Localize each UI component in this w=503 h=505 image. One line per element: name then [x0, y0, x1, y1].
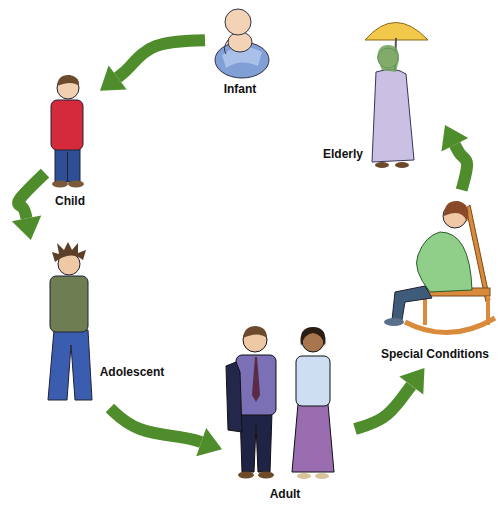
- arrow-head: [399, 368, 424, 395]
- life-stage: Infant: [205, 5, 285, 100]
- child-figure: [51, 75, 84, 188]
- woman-figure: [292, 327, 334, 479]
- shoe: [315, 473, 329, 479]
- umbrella: [365, 23, 428, 41]
- life-stage: Special Conditions: [372, 190, 500, 368]
- stage-arrow: [441, 125, 468, 190]
- hair: [243, 326, 267, 338]
- stage-arrow: [100, 40, 205, 91]
- life-stage: Adult: [222, 318, 355, 503]
- shirt: [236, 355, 276, 415]
- stage-label: Infant: [224, 82, 257, 96]
- stage-label: Adult: [270, 487, 301, 501]
- arrow-head: [100, 66, 127, 91]
- legs: [392, 286, 432, 320]
- stage-arrow: [110, 408, 222, 456]
- pregnant-figure: [384, 201, 495, 333]
- skirt: [292, 404, 334, 472]
- jacket: [226, 362, 242, 432]
- top: [296, 356, 330, 406]
- shoe: [52, 181, 68, 188]
- arrow-head: [12, 215, 41, 240]
- shoe: [297, 473, 311, 479]
- shirt: [50, 276, 88, 332]
- arrow-shaft: [110, 408, 201, 442]
- stage-label: Adolescent: [100, 365, 165, 379]
- slipper: [384, 318, 404, 326]
- shoe: [68, 181, 84, 188]
- stage-label: Special Conditions: [381, 347, 489, 361]
- shoe: [395, 162, 409, 168]
- life-stage: Adolescent: [20, 240, 175, 408]
- life-stage: Elderly: [318, 5, 445, 165]
- life-stage: Child: [45, 68, 100, 210]
- chair-rocker: [405, 318, 495, 333]
- arm: [224, 40, 228, 54]
- infant-figure: [215, 9, 269, 78]
- stage-arrow: [355, 368, 424, 429]
- hair: [444, 201, 468, 222]
- stage-label: Elderly: [323, 147, 363, 161]
- elderly-figure: [365, 23, 428, 169]
- hair: [301, 327, 326, 346]
- flared-jeans: [48, 330, 92, 400]
- coat: [372, 69, 414, 162]
- head: [225, 9, 251, 35]
- headscarf: [377, 45, 399, 72]
- stage-arrow: [12, 173, 45, 240]
- hair: [57, 75, 79, 86]
- leg-split: [67, 152, 68, 182]
- arrow-shaft: [455, 145, 467, 190]
- arrow-shaft: [18, 173, 45, 218]
- shoe: [258, 472, 274, 479]
- shirt: [51, 100, 83, 150]
- arrow-head: [441, 125, 468, 151]
- dress: [417, 232, 473, 292]
- arrow-shaft: [118, 40, 205, 77]
- man-figure: [226, 326, 276, 479]
- tie: [252, 357, 260, 402]
- arrow-head: [196, 428, 222, 456]
- stage-label: Child: [55, 194, 85, 208]
- chair-legs: [425, 296, 488, 325]
- jeans: [55, 146, 80, 182]
- shoe: [238, 472, 254, 479]
- adolescent-figure: [48, 242, 92, 400]
- arrow-shaft: [355, 386, 411, 429]
- trousers: [240, 412, 272, 472]
- spiky-hair: [52, 242, 86, 262]
- shoe: [375, 162, 389, 168]
